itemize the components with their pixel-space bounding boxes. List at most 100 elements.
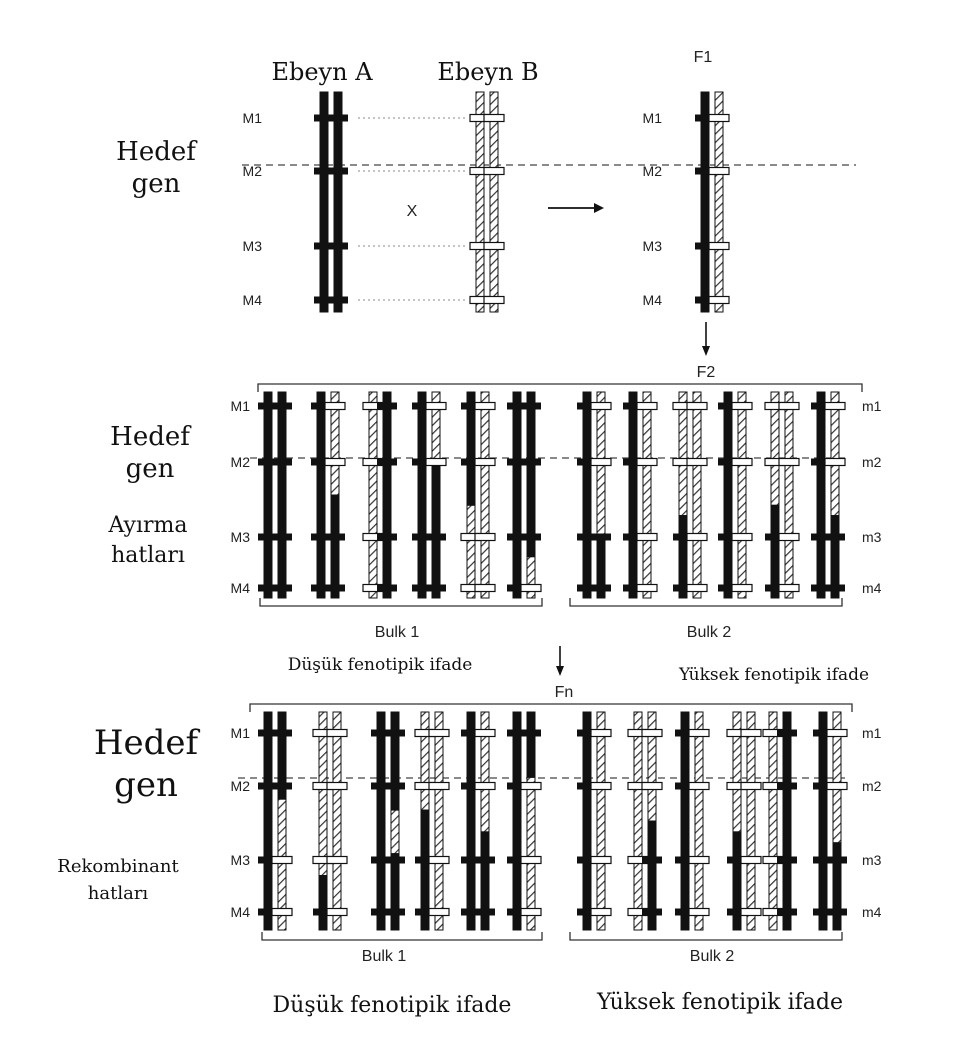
f2-marker-m4: M4 bbox=[231, 580, 251, 596]
fn-bulk1-label: Bulk 1 bbox=[362, 948, 407, 965]
top-chromosomes bbox=[314, 92, 729, 312]
fn-marker-m2: m2 bbox=[862, 778, 882, 794]
f2-bulk1-chromosome-4-left bbox=[412, 392, 432, 598]
f1-label: F1 bbox=[694, 49, 713, 66]
f2-marker-m2: m2 bbox=[862, 454, 882, 470]
f2-bulk2-chromosome-4-left bbox=[718, 392, 738, 598]
f2-bulk2-chromosome-2-left bbox=[623, 392, 643, 598]
f2-bulk2-chromosome-5-right bbox=[779, 392, 799, 598]
fn-bulk1-chromosome-2-right bbox=[327, 712, 347, 930]
f1-to-f2-arrow bbox=[702, 322, 710, 356]
parent-a-chromosome-left bbox=[314, 92, 334, 312]
f2-bulk1-caption: Düşük fenotipik ifade bbox=[288, 655, 473, 675]
fn-label: Fn bbox=[555, 684, 574, 701]
target-gene-label-fn-2: gen bbox=[114, 765, 178, 805]
target-gene-label-f2-2: gen bbox=[126, 454, 175, 484]
parent-b-chromosome-left bbox=[470, 92, 490, 312]
fn-marker-m2: M2 bbox=[231, 778, 251, 794]
f2-top-bracket bbox=[258, 384, 862, 392]
marker-label-a-m3: M3 bbox=[243, 238, 263, 254]
cross-symbol: X bbox=[407, 203, 418, 220]
fn-bulk2-label: Bulk 2 bbox=[690, 948, 735, 965]
f2-bulk2-label: Bulk 2 bbox=[687, 624, 732, 641]
fn-bulk1-bracket bbox=[262, 932, 542, 940]
f2-bulk1-chromosome-6-left bbox=[507, 392, 527, 598]
marker-label-f1-m2: M2 bbox=[643, 163, 663, 179]
segregating-lines-label-2: hatları bbox=[111, 543, 185, 568]
f2-bulk2-chromosome-1-left bbox=[577, 392, 597, 598]
marker-label-f1-m3: M3 bbox=[643, 238, 663, 254]
fn-bulk1-chromosome-6-left bbox=[507, 712, 527, 930]
f2-marker-m3: M3 bbox=[231, 529, 251, 545]
fn-bulk1-chromosome-3-left bbox=[371, 712, 391, 930]
f2-bulk2-chromosome-3-right bbox=[687, 392, 707, 598]
f2-marker-m2: M2 bbox=[231, 454, 251, 470]
fn-bulk1-chromosome-6-right bbox=[521, 712, 541, 930]
fn-bulk1-caption: Düşük fenotipik ifade bbox=[273, 993, 512, 1018]
marker-label-a-m4: M4 bbox=[243, 292, 263, 308]
f2-marker-m1: m1 bbox=[862, 398, 882, 414]
f2-bulk2-chromosome-2-right bbox=[637, 392, 657, 598]
fn-bulk2-chromosome-3-right bbox=[689, 712, 709, 930]
fn-marker-m4: m4 bbox=[862, 904, 882, 920]
f2-bulk1-chromosome-2-right bbox=[325, 392, 345, 598]
f2-bulk1-chromosome-3-left bbox=[363, 392, 383, 598]
recombinant-lines-label-2: hatları bbox=[88, 883, 149, 904]
fn-bulk2-chromosome-1-left bbox=[577, 712, 597, 930]
f2-bulk1-chromosome-5-right bbox=[475, 392, 495, 598]
fn-bulk2-chromosome-6-left bbox=[813, 712, 833, 930]
fn-bulk1-chromosome-2-left bbox=[313, 712, 333, 930]
f2-bulk1-label: Bulk 1 bbox=[375, 624, 420, 641]
fn-top-bracket bbox=[250, 704, 852, 712]
cross-arrow bbox=[548, 203, 604, 213]
f2-label: F2 bbox=[697, 364, 716, 381]
fn-bulk2-chromosome-2-right bbox=[642, 712, 662, 930]
fn-marker-m1: m1 bbox=[862, 725, 882, 741]
fn-bulk1-chromosome-4-right bbox=[429, 712, 449, 930]
fn-bulk2-chromosome-1-right bbox=[591, 712, 611, 930]
marker-label-a-m1: M1 bbox=[243, 110, 263, 126]
parent-b-label: Ebeyn B bbox=[437, 58, 538, 86]
marker-label-f1-m1: M1 bbox=[643, 110, 663, 126]
fn-marker-m3: m3 bbox=[862, 852, 882, 868]
fn-bulk2-chromosome-3-left bbox=[675, 712, 695, 930]
fn-bulk1-chromosome-5-right bbox=[475, 712, 495, 930]
fn-marker-m4: M4 bbox=[231, 904, 251, 920]
fn-bulk1-chromosome-1-left bbox=[258, 712, 278, 930]
f2-marker-m3: m3 bbox=[862, 529, 882, 545]
f2-bulk1-chromosome-5-left bbox=[461, 392, 481, 598]
f2-bulk2-chromosome-6-right bbox=[825, 392, 845, 598]
recombinant-lines-label-1: Rekombinant bbox=[57, 856, 179, 877]
segregating-lines-label-1: Ayırma bbox=[108, 513, 188, 538]
f2-bulk2-chromosome-1-right bbox=[591, 392, 611, 598]
f2-bulk2-chromosome-4-right bbox=[732, 392, 752, 598]
f2-bulk2-chromosome-5-left bbox=[765, 392, 785, 598]
f2-bulk2-bracket bbox=[570, 598, 842, 606]
f2-bulk2-chromosome-6-left bbox=[811, 392, 831, 598]
fn-chromosomes bbox=[258, 712, 847, 930]
fn-bulk1-chromosome-4-left bbox=[415, 712, 435, 930]
fn-bulk2-chromosome-5-right bbox=[777, 712, 797, 930]
f1-chromosome-right bbox=[709, 92, 729, 312]
fn-bulk2-chromosome-6-right bbox=[827, 712, 847, 930]
fn-bulk2-chromosome-4-left bbox=[727, 712, 747, 930]
fn-bulk2-caption: Yüksek fenotipik ifade bbox=[596, 990, 843, 1015]
fn-marker-m3: M3 bbox=[231, 852, 251, 868]
fn-bulk2-bracket bbox=[570, 932, 842, 940]
f2-bulk1-chromosome-1-right bbox=[272, 392, 292, 598]
f2-bulk1-chromosome-2-left bbox=[311, 392, 331, 598]
f2-bulk2-caption: Yüksek fenotipik ifade bbox=[678, 665, 869, 685]
f1-chromosome-left bbox=[695, 92, 715, 312]
f2-marker-m1: M1 bbox=[231, 398, 251, 414]
f2-chromosomes bbox=[258, 392, 845, 598]
f2-bulk1-chromosome-3-right bbox=[377, 392, 397, 598]
marker-label-a-m2: M2 bbox=[243, 163, 263, 179]
target-gene-label-top-2: gen bbox=[132, 169, 181, 199]
f2-bulk1-chromosome-6-right bbox=[521, 392, 541, 598]
parent-a-label: Ebeyn A bbox=[271, 58, 373, 86]
f2-to-fn-arrow bbox=[556, 646, 564, 676]
fn-bulk1-chromosome-5-left bbox=[461, 712, 481, 930]
fn-bulk2-chromosome-5-left bbox=[763, 712, 783, 930]
